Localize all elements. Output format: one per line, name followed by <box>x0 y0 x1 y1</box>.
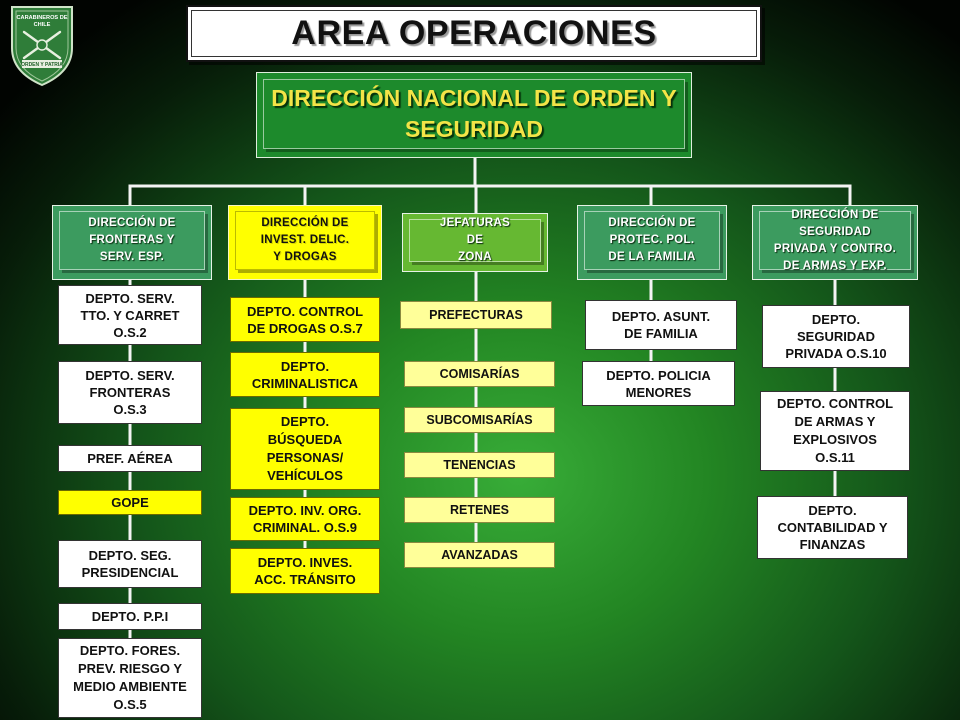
avanzadas-box: AVANZADAS <box>404 542 555 568</box>
svg-text:CARABINEROS DE: CARABINEROS DE <box>17 15 68 21</box>
dept-busqueda-personas-box: DEPTO. BÚSQUEDA PERSONAS/ VEHÍCULOS <box>230 408 380 490</box>
dept-asuntos-familia-box: DEPTO. ASUNT. DE FAMILIA <box>585 300 737 350</box>
carabineros-logo: CARABINEROS DE CHILE ORDEN Y PATRIA <box>11 6 73 87</box>
dept-seguridad-presidencial-box: DEPTO. SEG. PRESIDENCIAL <box>58 540 202 588</box>
dept-seguridad-privada-box: DEPTO. SEGURIDAD PRIVADA O.S.10 <box>762 305 910 368</box>
root-direction-box: DIRECCIÓN NACIONAL DE ORDEN Y SEGURIDAD <box>256 72 692 158</box>
dept-control-armas-box: DEPTO. CONTROL DE ARMAS Y EXPLOSIVOS O.S… <box>760 391 910 471</box>
retenes-box: RETENES <box>404 497 555 523</box>
direction-label: DIRECCIÓN DE PROTEC. POL. DE LA FAMILIA <box>608 217 696 263</box>
prefecturas-box: PREFECTURAS <box>400 301 552 329</box>
tenencias-box: TENENCIAS <box>404 452 555 478</box>
box-frame <box>759 211 911 270</box>
direction-label: DIRECCIÓN DE INVEST. DELIC. Y DROGAS <box>260 217 350 263</box>
direction-label: DIRECCIÓN DE SEGURIDAD PRIVADA Y CONTRO.… <box>773 208 897 272</box>
direction-proteccion-familia-box: DIRECCIÓN DE PROTEC. POL. DE LA FAMILIA <box>577 205 727 280</box>
gope-box: GOPE <box>58 490 202 515</box>
direction-seguridad-privada-box: DIRECCIÓN DE SEGURIDAD PRIVADA Y CONTRO.… <box>752 205 918 280</box>
dept-contabilidad-finanzas-box: DEPTO. CONTABILIDAD Y FINANZAS <box>757 496 908 559</box>
title-box: AREA OPERACIONES <box>186 5 762 62</box>
box-frame <box>263 79 685 149</box>
dept-criminalistica-box: DEPTO. CRIMINALISTICA <box>230 352 380 397</box>
prefectura-aerea-box: PREF. AÉREA <box>58 445 202 472</box>
dept-servicio-fronteras-box: DEPTO. SERV. FRONTERAS O.S.3 <box>58 361 202 424</box>
svg-text:ORDEN Y PATRIA: ORDEN Y PATRIA <box>21 62 63 68</box>
jefaturas-zona-box: JEFATURAS DE ZONA <box>402 213 548 272</box>
direction-fronteras-box: DIRECCIÓN DE FRONTERAS Y SERV. ESP. <box>52 205 212 280</box>
dept-servicio-transito-box: DEPTO. SERV. TTO. Y CARRET O.S.2 <box>58 285 202 345</box>
page-title: AREA OPERACIONES <box>291 14 657 52</box>
svg-text:CHILE: CHILE <box>34 22 51 28</box>
dept-ppi-box: DEPTO. P.P.I <box>58 603 202 630</box>
dept-control-drogas-box: DEPTO. CONTROL DE DROGAS O.S.7 <box>230 297 380 342</box>
direction-investigacion-drogas-box: DIRECCIÓN DE INVEST. DELIC. Y DROGAS <box>228 205 382 280</box>
dept-forestal-medio-ambiente-box: DEPTO. FORES. PREV. RIESGO Y MEDIO AMBIE… <box>58 638 202 718</box>
comisarias-box: COMISARÍAS <box>404 361 555 387</box>
root-direction-label: DIRECCIÓN NACIONAL DE ORDEN Y SEGURIDAD <box>271 85 677 142</box>
subcomisarias-box: SUBCOMISARÍAS <box>404 407 555 433</box>
box-frame <box>235 211 375 270</box>
dept-policia-menores-box: DEPTO. POLICIA MENORES <box>582 361 735 406</box>
dept-crimen-organizado-box: DEPTO. INV. ORG. CRIMINAL. O.S.9 <box>230 497 380 541</box>
dept-accidentes-transito-box: DEPTO. INVES. ACC. TRÁNSITO <box>230 548 380 594</box>
box-frame <box>409 219 541 262</box>
direction-label: DIRECCIÓN DE FRONTERAS Y SERV. ESP. <box>88 217 176 263</box>
box-frame <box>584 211 720 270</box>
box-frame <box>59 211 205 270</box>
direction-label: JEFATURAS DE ZONA <box>439 217 511 263</box>
